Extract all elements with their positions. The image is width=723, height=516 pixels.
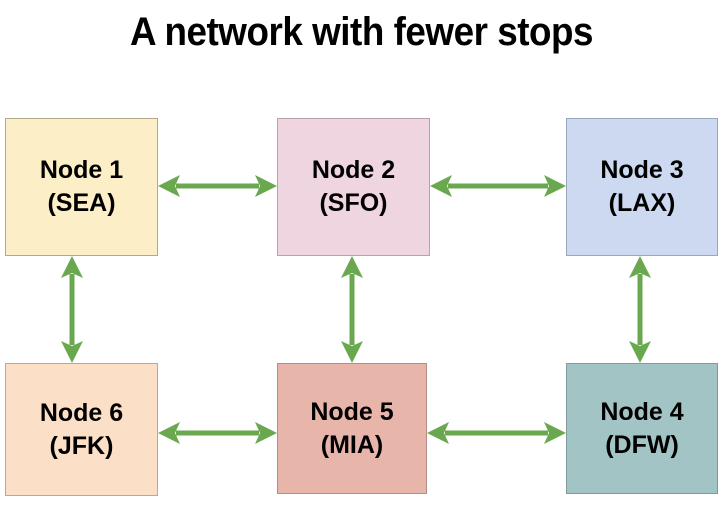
- node-lax-code: (LAX): [608, 189, 676, 217]
- node-jfk[interactable]: Node 6 (JFK): [5, 363, 158, 496]
- edge-mia-dfw-arrow-icon: [427, 422, 566, 444]
- node-dfw[interactable]: Node 4 (DFW): [566, 363, 718, 494]
- edge-sea-jfk: [54, 256, 90, 363]
- edge-jfk-mia: [158, 415, 277, 451]
- node-mia-code: (MIA): [320, 430, 384, 459]
- edge-mia-dfw: [427, 415, 566, 451]
- edge-lax-dfw: [622, 256, 658, 363]
- edge-sfo-lax: [430, 168, 566, 204]
- node-jfk-code: (JFK): [49, 431, 114, 460]
- edge-lax-dfw-arrow-icon: [629, 256, 651, 363]
- node-sea-label: Node 1: [39, 156, 124, 184]
- node-sfo-code: (SFO): [319, 189, 388, 217]
- edge-sfo-mia: [334, 256, 370, 363]
- edge-sea-jfk-arrow-icon: [61, 256, 83, 363]
- node-lax-label: Node 3: [600, 156, 684, 184]
- node-sfo[interactable]: Node 2 (SFO): [277, 118, 430, 256]
- edge-sfo-mia-arrow-icon: [341, 256, 363, 363]
- node-jfk-label: Node 6: [39, 398, 124, 427]
- page-title: A network with fewer stops: [129, 10, 594, 54]
- edge-sfo-lax-arrow-icon: [430, 175, 566, 197]
- edge-sea-sfo: [158, 168, 277, 204]
- edge-jfk-mia-arrow-icon: [158, 422, 277, 444]
- node-dfw-code: (DFW): [605, 430, 679, 459]
- node-mia-label: Node 5: [310, 397, 394, 426]
- node-dfw-label: Node 4: [600, 397, 684, 426]
- node-sea[interactable]: Node 1 (SEA): [5, 118, 158, 256]
- edge-sea-sfo-arrow-icon: [158, 175, 277, 197]
- node-sea-code: (SEA): [47, 189, 116, 217]
- node-mia[interactable]: Node 5 (MIA): [277, 363, 427, 494]
- node-lax[interactable]: Node 3 (LAX): [566, 118, 718, 256]
- node-sfo-label: Node 2: [311, 156, 396, 184]
